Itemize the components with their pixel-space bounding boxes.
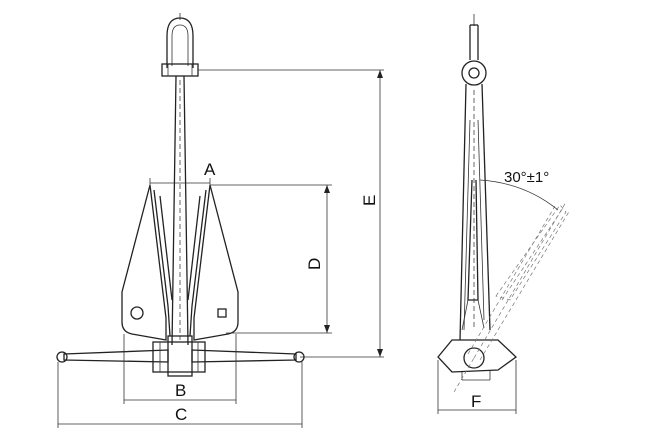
anchor-stock-bar: [56, 349, 305, 363]
anchor-left-fluke: [121, 184, 173, 341]
dimension-label-b: B: [175, 381, 186, 400]
angle-label: 30°±1°: [504, 169, 549, 186]
dimension-lines-side: [437, 360, 517, 414]
dimension-label-f: F: [471, 392, 481, 411]
dimension-label-e: E: [360, 195, 379, 206]
anchor-shackle: [161, 13, 199, 77]
dimension-lines-front: [57, 69, 384, 428]
anchor-side-view: [437, 14, 571, 393]
dimension-label-a: A: [204, 160, 216, 179]
anchor-crown: [152, 335, 206, 377]
anchor-front-view: [56, 13, 305, 377]
rotated-fluke-dashed: [453, 201, 571, 393]
anchor-right-fluke: [187, 184, 239, 341]
anchor-shank: [171, 75, 189, 346]
dimension-label-d: D: [305, 258, 324, 270]
dimension-label-c: C: [175, 405, 187, 424]
